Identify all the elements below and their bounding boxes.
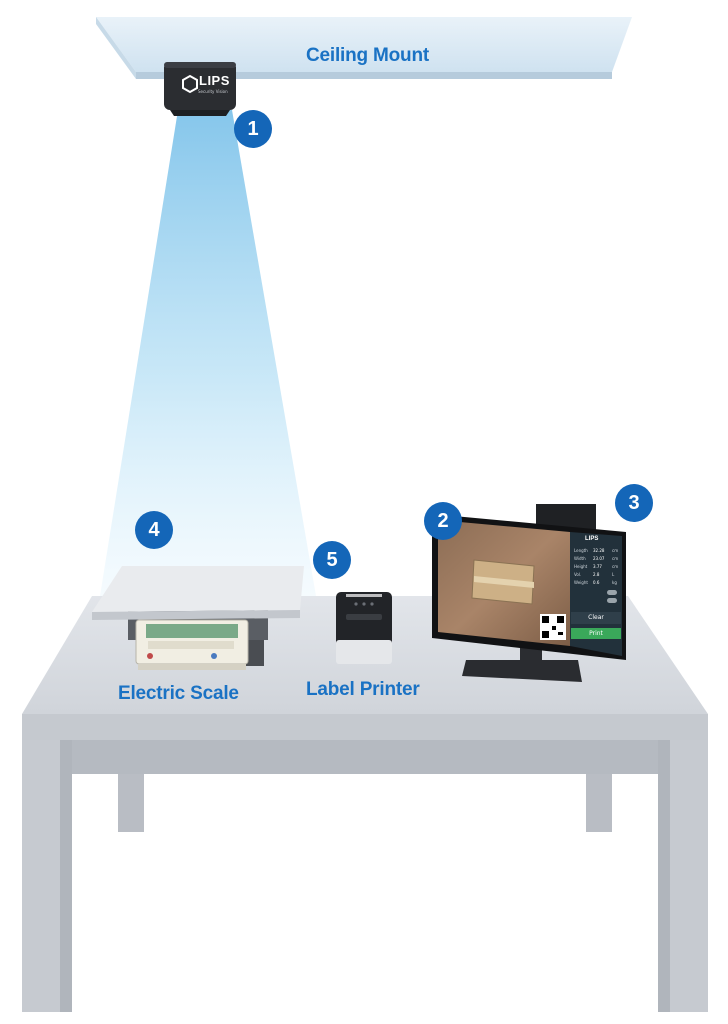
field-width-value: 23.07 xyxy=(593,556,605,561)
field-weight-unit: kg xyxy=(612,580,617,585)
monitor xyxy=(432,504,626,682)
field-width-unit: cm xyxy=(612,556,619,561)
badge-camera: 1 xyxy=(234,110,272,148)
field-length-value: 32.28 xyxy=(593,548,605,553)
ceiling-mount xyxy=(96,17,632,79)
field-volume-name: Vol. xyxy=(574,572,582,577)
field-height-name: Height xyxy=(574,564,588,569)
electric-scale xyxy=(92,566,304,670)
field-length-unit: cm xyxy=(612,548,619,553)
camera-tagline: Security Vision xyxy=(198,89,228,94)
camera-light-beam xyxy=(100,110,316,596)
toggle-switch-2[interactable] xyxy=(607,598,617,603)
field-volume: Vol. 2.8 L xyxy=(571,571,621,578)
field-width: Width 23.07 cm xyxy=(571,555,621,562)
label-printer-label: Label Printer xyxy=(306,679,420,700)
panel-brand: LIPS xyxy=(585,536,599,542)
field-height-unit: cm xyxy=(612,564,619,569)
field-weight: Weight 0.6 kg xyxy=(571,579,621,586)
ceiling-mount-label: Ceiling Mount xyxy=(306,45,429,66)
badge-scale: 4 xyxy=(135,511,173,549)
field-volume-unit: L xyxy=(612,572,615,577)
field-height-value: 3.77 xyxy=(593,564,602,569)
badge-printer: 5 xyxy=(313,541,351,579)
clear-button[interactable]: Clear xyxy=(571,612,621,624)
print-button[interactable]: Print xyxy=(571,628,621,639)
badge-pc: 3 xyxy=(615,484,653,522)
monitor-side-panel: LIPS Length 32.28 cm Width 23.07 cm Heig… xyxy=(571,534,621,652)
toggle-switch[interactable] xyxy=(607,590,617,595)
label-printer xyxy=(336,592,392,664)
electric-scale-label: Electric Scale xyxy=(118,683,239,704)
badge-monitor: 2 xyxy=(424,502,462,540)
field-width-name: Width xyxy=(574,556,586,561)
field-weight-name: Weight xyxy=(574,580,588,585)
depth-camera xyxy=(164,62,236,116)
field-length: Length 32.28 cm xyxy=(571,547,621,554)
field-weight-value: 0.6 xyxy=(593,580,600,585)
field-length-name: Length xyxy=(574,548,588,553)
field-height: Height 3.77 cm xyxy=(571,563,621,570)
field-volume-value: 2.8 xyxy=(593,572,600,577)
camera-brand: LIPS xyxy=(199,73,230,88)
